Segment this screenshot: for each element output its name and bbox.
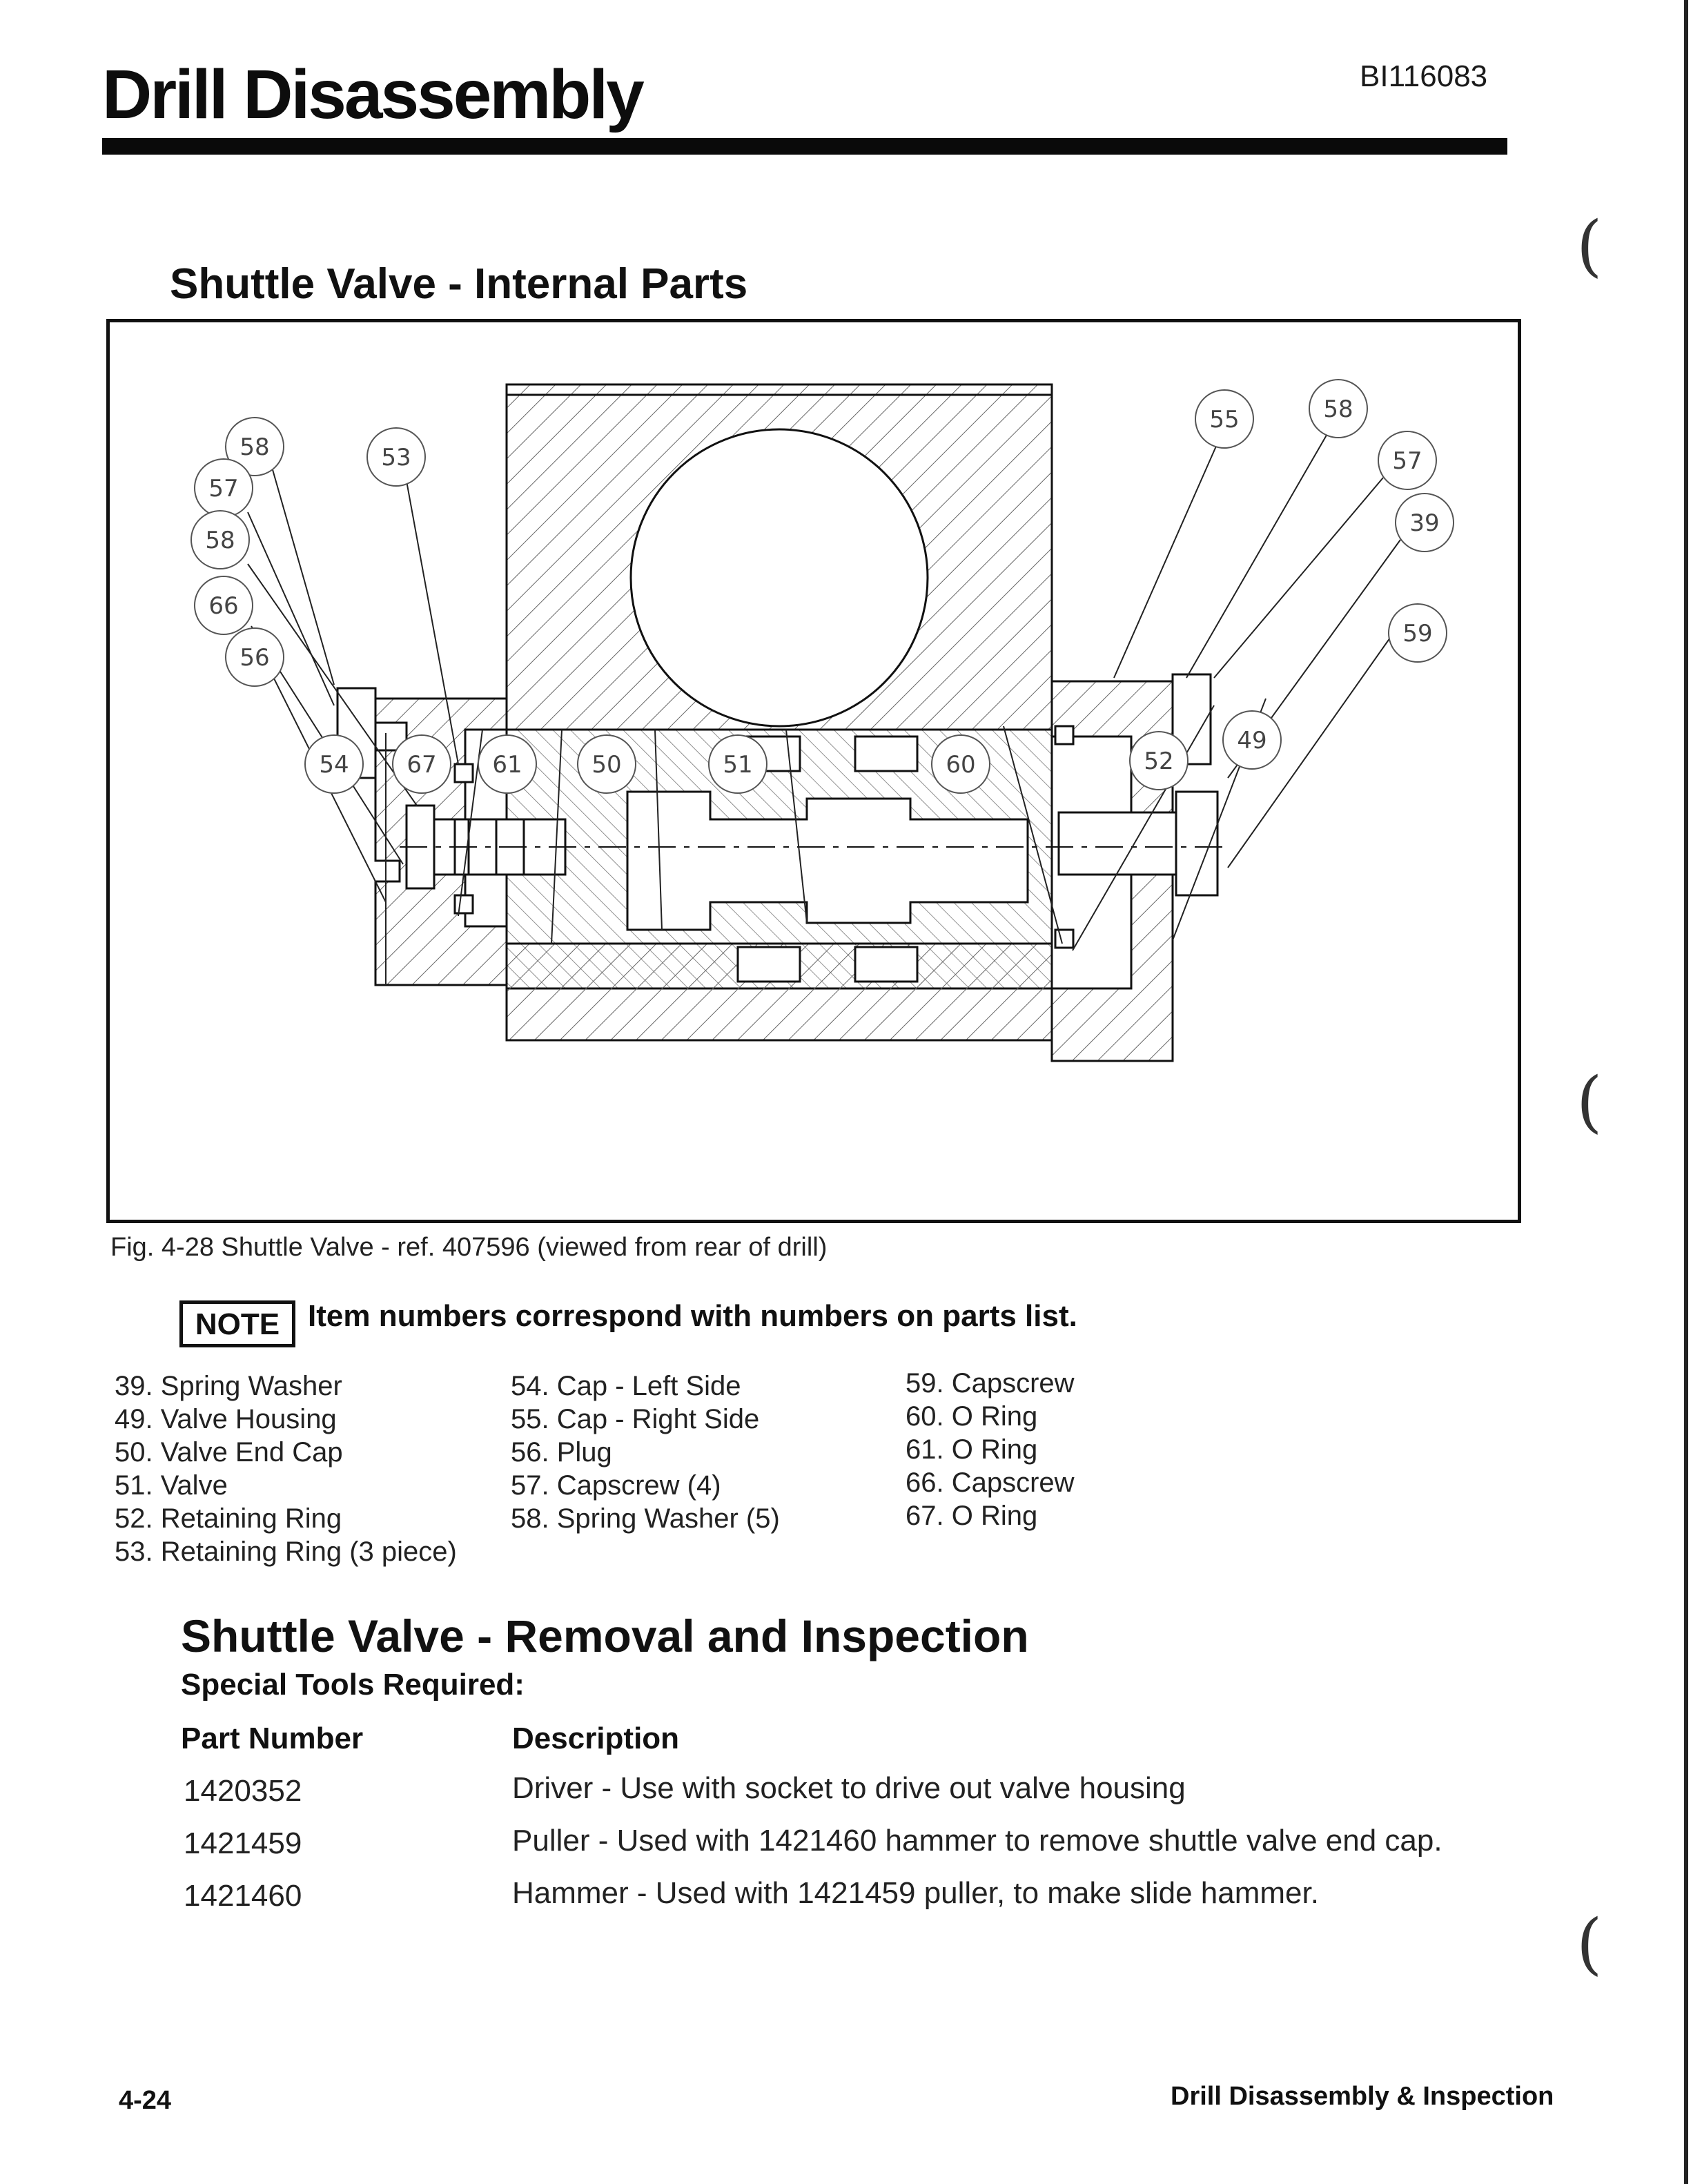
figure-caption: Fig. 4-28 Shuttle Valve - ref. 407596 (v… (110, 1233, 828, 1262)
column-header-part-number: Part Number (181, 1722, 364, 1755)
parts-list-item: 49. Valve Housing (115, 1404, 337, 1434)
mounting-bore (629, 428, 929, 728)
column-header-description: Description (512, 1722, 680, 1755)
parts-list-item: 66. Capscrew (906, 1468, 1075, 1498)
figure-frame: 58 53 57 58 66 56 55 58 57 39 59 49 54 6… (106, 319, 1521, 1223)
svg-text:56: 56 (239, 644, 269, 672)
page-number: 4-24 (119, 2086, 172, 2115)
svg-text:50: 50 (591, 751, 621, 779)
parts-list-item: 67. O Ring (906, 1501, 1038, 1531)
page-edge-shadow (1684, 0, 1688, 2184)
tool-part-number: 1420352 (184, 1774, 302, 1808)
parts-list-item: 39. Spring Washer (115, 1371, 342, 1401)
callout-39: 39 (1395, 493, 1454, 552)
callout-66: 66 (194, 576, 253, 635)
binder-hole-mark: ( (1576, 1063, 1603, 1140)
parts-list-column-2: 54. Cap - Left Side 55. Cap - Right Side… (511, 1369, 780, 1535)
parts-list-item: 59. Capscrew (906, 1368, 1075, 1398)
svg-text:55: 55 (1209, 406, 1239, 433)
callout-51: 51 (708, 734, 767, 794)
parts-list-column-3: 59. Capscrew 60. O Ring 61. O Ring 66. C… (906, 1367, 1075, 1532)
callout-55: 55 (1195, 389, 1254, 449)
callout-53: 53 (366, 427, 426, 487)
parts-list-item: 55. Cap - Right Side (511, 1404, 760, 1434)
parts-list-item: 51. Valve (115, 1470, 228, 1501)
svg-text:51: 51 (723, 751, 752, 779)
tool-description: Hammer - Used with 1421459 puller, to ma… (512, 1876, 1319, 1910)
parts-list-item: 54. Cap - Left Side (511, 1371, 741, 1401)
valve-spool (626, 790, 1029, 931)
callout-61: 61 (478, 734, 537, 794)
shuttle-valve-diagram: 58 53 57 58 66 56 55 58 57 39 59 49 54 6… (190, 379, 1454, 1062)
svg-text:52: 52 (1144, 748, 1173, 775)
callout-60: 60 (931, 734, 990, 794)
svg-text:49: 49 (1237, 727, 1266, 754)
svg-text:54: 54 (319, 751, 349, 779)
capscrew-59 (1057, 811, 1177, 876)
svg-text:58: 58 (239, 433, 269, 461)
svg-text:53: 53 (381, 444, 411, 471)
callout-56: 56 (225, 627, 284, 687)
parts-list-item: 53. Retaining Ring (3 piece) (115, 1537, 457, 1567)
callout-57: 57 (194, 458, 253, 518)
callout-58: 58 (190, 510, 250, 569)
tool-part-number: 1421459 (184, 1826, 302, 1860)
section-title-internal-parts: Shuttle Valve - Internal Parts (170, 260, 748, 308)
callout-49: 49 (1222, 710, 1282, 770)
callout-52: 52 (1129, 731, 1189, 790)
parts-list-item: 57. Capscrew (4) (511, 1470, 721, 1501)
svg-text:60: 60 (946, 751, 975, 779)
svg-text:58: 58 (205, 527, 235, 554)
tool-description: Driver - Use with socket to drive out va… (512, 1771, 1186, 1805)
footer-section-name: Drill Disassembly & Inspection (1171, 2082, 1554, 2111)
tool-part-number: 1421460 (184, 1879, 302, 1913)
parts-list-item: 56. Plug (511, 1437, 612, 1468)
capscrew-66 (419, 818, 567, 876)
callout-59: 59 (1388, 603, 1447, 663)
special-tools-heading: Special Tools Required: (181, 1668, 525, 1702)
callout-67: 67 (392, 734, 451, 794)
parts-list-item: 52. Retaining Ring (115, 1503, 342, 1534)
parts-list-item: 50. Valve End Cap (115, 1437, 343, 1468)
binder-hole-mark: ( (1576, 1905, 1603, 1982)
svg-text:39: 39 (1409, 509, 1439, 537)
tool-description: Puller - Used with 1421460 hammer to rem… (512, 1824, 1442, 1858)
callout-50: 50 (577, 734, 636, 794)
callout-57: 57 (1378, 431, 1437, 490)
parts-list-column-1: 39. Spring Washer 49. Valve Housing 50. … (115, 1369, 457, 1568)
section-title-removal-inspection: Shuttle Valve - Removal and Inspection (181, 1610, 1029, 1661)
svg-text:59: 59 (1402, 620, 1432, 647)
document-id: BI116083 (1360, 59, 1488, 93)
note-badge: NOTE (179, 1300, 295, 1347)
parts-list-item: 61. O Ring (906, 1434, 1038, 1465)
callout-54: 54 (304, 734, 364, 794)
binder-hole-mark: ( (1576, 207, 1603, 284)
page-title: Drill Disassembly (102, 56, 645, 133)
svg-text:66: 66 (208, 592, 238, 620)
svg-text:57: 57 (208, 475, 238, 503)
svg-text:57: 57 (1392, 447, 1422, 475)
svg-text:61: 61 (492, 751, 522, 779)
callout-58: 58 (1309, 379, 1368, 438)
parts-list-item: 58. Spring Washer (5) (511, 1503, 780, 1534)
callout-58: 58 (225, 417, 284, 476)
svg-text:67: 67 (407, 751, 436, 779)
note-text: Item numbers correspond with numbers on … (308, 1299, 1077, 1333)
title-rule (102, 138, 1507, 155)
svg-text:58: 58 (1323, 396, 1353, 423)
parts-list-item: 60. O Ring (906, 1401, 1038, 1432)
